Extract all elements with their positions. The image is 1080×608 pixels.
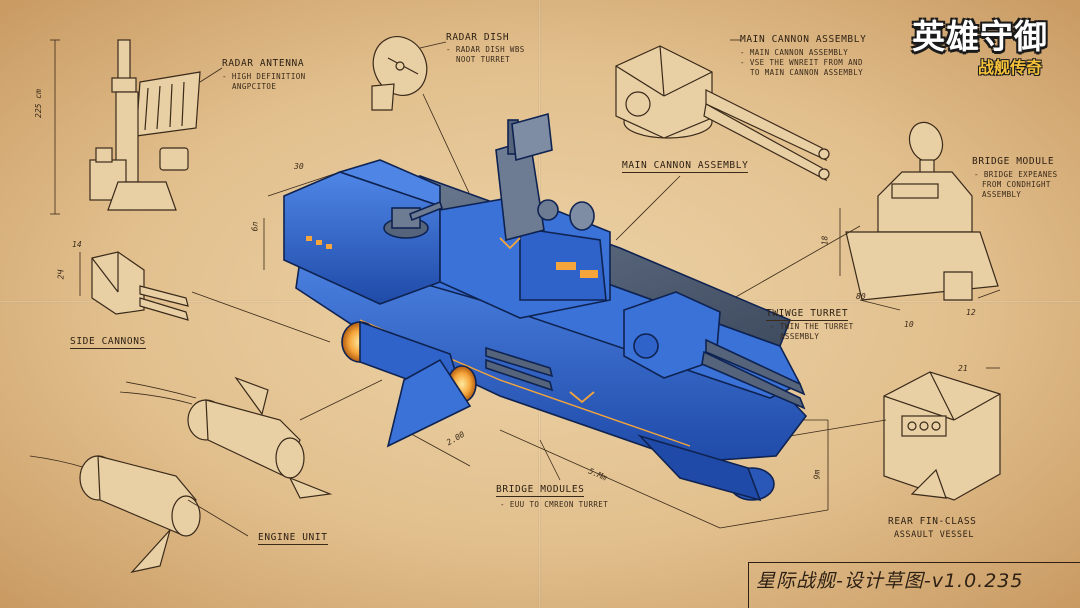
main-cannon-sketch (615, 39, 830, 182)
bridge-module-label: BRIDGE MODULE (972, 156, 1055, 167)
bridge-module-sub-2: FROM CONDHIGHT (982, 180, 1051, 189)
battleship-illustration (283, 112, 808, 502)
rear-fin-label: REAR FIN-CLASS (888, 516, 977, 527)
logo-subtitle: 战舰传奇 (978, 58, 1043, 77)
dim-12: 12 (966, 308, 976, 317)
game-logo: 英雄守御 战舰传奇 (906, 8, 1070, 86)
engine-unit-sketch (29, 376, 333, 573)
dim-9m: 9m (812, 469, 822, 480)
dim-14: 14 (72, 240, 82, 249)
logo-title: 英雄守御 (912, 17, 1048, 56)
radar-antenna-dim: 225 cm (34, 89, 43, 118)
radar-dish-sub-1: - RADAR DISH WBS (446, 45, 525, 54)
main-cannon-top-label: MAIN CANNON ASSEMBLY (740, 34, 867, 45)
radar-dish-sub-2: NOOT TURRET (456, 55, 511, 64)
title-block-text: 星际战舰-设计草图-v1.0.235 (756, 570, 1024, 592)
main-cannon-top-sub-1: - MAIN CANNON ASSEMBLY (740, 48, 849, 57)
main-cannon-mid-label: MAIN CANNON ASSEMBLY (622, 160, 749, 173)
rear-fin-sketch (883, 367, 1001, 501)
twin-turret-sub-2: ASSEMBLY (780, 332, 820, 341)
leader-engine-unit (187, 499, 249, 537)
title-block (748, 562, 1080, 608)
radar-dish-label: RADAR DISH (446, 32, 510, 43)
dim-80: 80 (856, 292, 866, 301)
radar-antenna-sketch (50, 39, 223, 215)
bridge-module-sketch (839, 121, 1001, 311)
twin-turret-label: TWIWGE TURRET (766, 308, 849, 321)
rear-fin-sub: ASSAULT VESSEL (894, 530, 975, 540)
radar-dish-sketch (371, 36, 471, 196)
leader-bridge-module (719, 225, 861, 307)
leader-rear-fin (789, 419, 887, 437)
main-cannon-top-sub-2: - VSE THE WNREIT FROM AND (740, 58, 863, 67)
radar-antenna-sub-2: ANGPCITOE (232, 82, 277, 91)
main-cannon-top-sub-3: TO MAIN CANNON ASSEMBLY (750, 68, 864, 77)
bridge-modules-label: BRIDGE MODULES (496, 484, 585, 497)
dim-30: 30 (294, 162, 304, 171)
radar-antenna-label: RADAR ANTENNA (222, 58, 305, 69)
bridge-module-sub-1: - BRIDGE EXPEANES (974, 170, 1058, 179)
bridge-module-sub-3: ASSEMBLY (982, 190, 1022, 199)
dim-10: 10 (904, 320, 914, 329)
side-cannons-label: SIDE CANNONS (70, 336, 146, 349)
leader-main-cannon (615, 175, 681, 241)
radar-antenna-sub-1: - HIGH DEFINITION (222, 72, 306, 81)
leader-engine (299, 379, 383, 421)
dim-18: 18 (820, 235, 830, 246)
bridge-modules-sub-1: - EUU TO CMREON TURRET (500, 500, 609, 509)
dim-6a: 6л (250, 221, 260, 232)
dim-21: 21 (958, 364, 968, 373)
dimension-lines (263, 171, 829, 529)
dim-24: 2Ч (56, 269, 66, 280)
leader-side-cannons (191, 291, 331, 343)
engine-unit-label: ENGINE UNIT (258, 532, 328, 545)
side-cannons-sketch (79, 251, 189, 321)
twin-turret-sub-1: - TWIN THE TURRET (770, 322, 854, 331)
